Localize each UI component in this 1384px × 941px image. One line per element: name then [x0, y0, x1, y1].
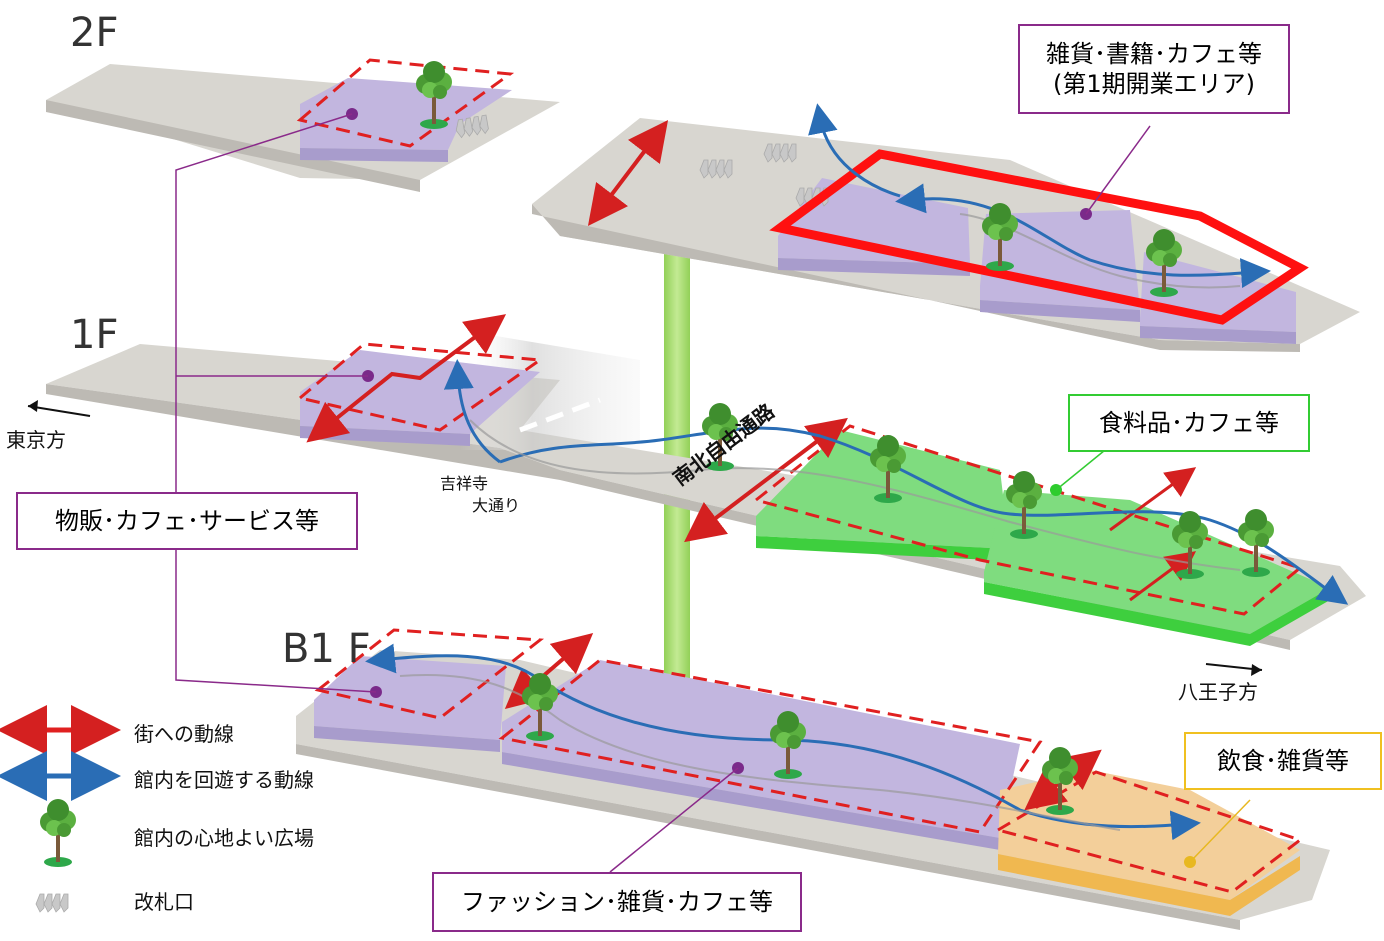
floor-1f [46, 314, 1366, 650]
tree-icon [40, 799, 76, 867]
direction-hachioji: 八王子方 [1178, 680, 1258, 704]
callout-zakka-books-line1: 雑貨･書籍･カフェ等 [1046, 40, 1262, 68]
legend-label-street-flow: 街への動線 [134, 722, 234, 746]
direction-tokyo: 東京方 [6, 428, 66, 452]
area-outline-2f-west [296, 58, 515, 148]
ticket-gate-icon [35, 893, 69, 913]
callout-food: 食料品･カフェ等 [1068, 394, 1310, 452]
callout-zakka-books-line2: (第1期開業エリア) [1053, 70, 1255, 98]
callout-zakka-books: 雑貨･書籍･カフェ等 (第1期開業エリア) [1018, 24, 1290, 114]
street-kichijoji-line2: 大通り [472, 496, 521, 515]
legend-label-plaza: 館内の心地よい広場 [134, 826, 314, 850]
floor-label-2f: 2F [70, 10, 119, 56]
tokyo-direction-arrow [27, 405, 91, 417]
floor-label-b1f: B1 F [282, 626, 371, 672]
callout-dining: 飲食･雑貨等 [1184, 732, 1382, 790]
floor-b1f [296, 628, 1330, 930]
floor-2f [46, 58, 1360, 352]
legend-label-ticket-gate: 改札口 [134, 890, 194, 914]
legend-label-interior-flow: 館内を回遊する動線 [134, 768, 314, 792]
callout-fashion: ファッション･雑貨･カフェ等 [432, 872, 802, 932]
street-kichijoji-line1: 吉祥寺 [440, 474, 489, 493]
legend-icons [0, 705, 121, 913]
callout-retail: 物販･カフェ･サービス等 [16, 492, 358, 550]
callout-leaders [175, 113, 1251, 873]
floor-label-1f: 1F [70, 312, 119, 358]
